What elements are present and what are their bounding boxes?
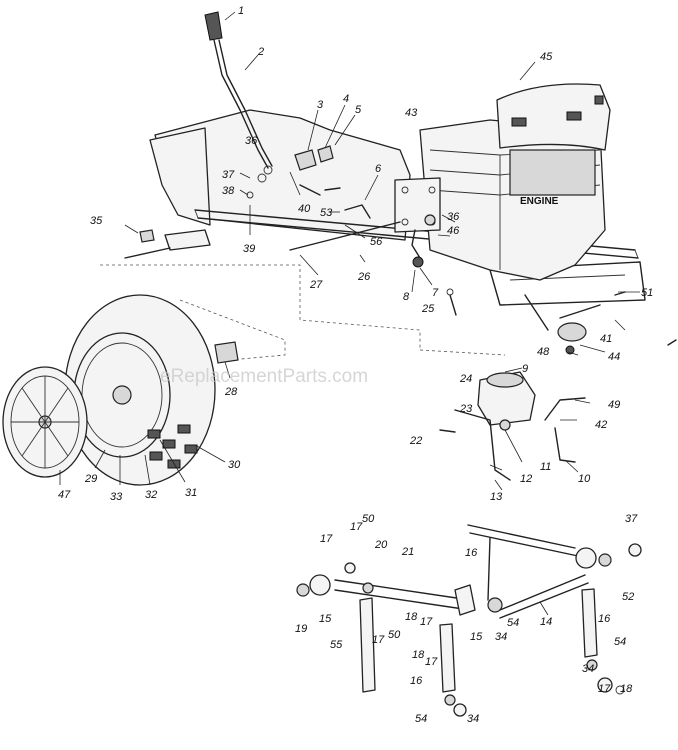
callout-5-top: 5	[355, 104, 362, 116]
upper-small-parts	[246, 145, 341, 199]
callout-10: 10	[578, 473, 591, 485]
callout-54-right: 54	[614, 636, 626, 648]
callout-17-c: 17	[372, 634, 385, 646]
callout-15-left: 15	[319, 613, 332, 625]
brake-linkage	[289, 177, 457, 316]
callout-1: 1	[238, 5, 244, 17]
callout-23: 23	[459, 403, 473, 415]
callout-4: 4	[343, 93, 349, 105]
callout-12: 12	[520, 473, 532, 485]
callout-34-right: 34	[582, 663, 594, 675]
callout-27: 27	[309, 279, 323, 291]
callout-18-a: 18	[405, 611, 418, 623]
callout-46: 46	[447, 225, 460, 237]
callout-7: 7	[432, 287, 439, 299]
callout-37-right: 37	[625, 513, 638, 525]
callout-8: 8	[403, 291, 410, 303]
callout-11: 11	[540, 461, 551, 473]
watermark: eReplacementParts.com	[160, 366, 368, 387]
callout-34-bottom: 34	[467, 713, 479, 725]
callout-16-bottom: 16	[410, 675, 423, 687]
callout-29: 29	[84, 473, 97, 485]
callout-17-d: 17	[420, 616, 433, 628]
callout-20: 20	[374, 539, 388, 551]
callout-33: 33	[110, 491, 123, 503]
callout-26: 26	[357, 271, 371, 283]
leader-lines	[59, 11, 640, 616]
transaxle-bracket	[439, 371, 586, 481]
callout-56: 56	[370, 236, 383, 248]
callout-44: 44	[608, 351, 620, 363]
callout-45: 45	[540, 51, 553, 63]
callout-17-a: 17	[320, 533, 333, 545]
shift-lever	[204, 11, 273, 175]
idler-assembly	[524, 291, 626, 355]
edge-mark	[667, 339, 677, 346]
callout-34-mid: 34	[495, 631, 507, 643]
rear-tire-assembly	[64, 294, 216, 486]
engine-label: ENGINE	[520, 196, 559, 207]
callout-32: 32	[145, 489, 157, 501]
callout-numbers: 1 2 3 4 5 6 7 8 9 10 11 12 13 14 15 15 1…	[58, 5, 653, 725]
callout-16-right: 16	[598, 613, 611, 625]
callout-53: 53	[320, 207, 333, 219]
callout-50-top: 50	[362, 513, 375, 525]
lower-linkage	[296, 524, 642, 717]
callout-50-bottom: 50	[388, 629, 401, 641]
callout-47: 47	[58, 489, 71, 501]
callout-54-mid: 54	[507, 617, 519, 629]
callout-3: 3	[317, 99, 324, 111]
callout-36-mid: 36	[447, 211, 460, 223]
callout-25: 25	[421, 303, 435, 315]
callout-30: 30	[228, 459, 241, 471]
callout-22: 22	[409, 435, 422, 447]
callout-24: 24	[459, 373, 472, 385]
callout-37-left: 37	[222, 169, 235, 181]
callout-21: 21	[401, 546, 414, 558]
wheel-cover	[2, 366, 88, 478]
engine-block: ENGINE	[419, 83, 611, 281]
callout-42: 42	[595, 419, 607, 431]
callout-38: 38	[222, 185, 235, 197]
callout-16-top: 16	[465, 547, 478, 559]
callout-14: 14	[540, 616, 552, 628]
callout-15-mid: 15	[470, 631, 483, 643]
callout-40: 40	[298, 203, 311, 215]
callout-2: 2	[257, 46, 264, 58]
callout-54-bottom: 54	[415, 713, 427, 725]
callout-55: 55	[330, 639, 343, 651]
callout-41: 41	[600, 333, 612, 345]
callout-28: 28	[224, 386, 238, 398]
callout-49: 49	[608, 399, 620, 411]
callout-31: 31	[185, 487, 197, 499]
callout-17-e: 17	[425, 656, 438, 668]
callout-43: 43	[405, 107, 418, 119]
callout-6: 6	[375, 163, 382, 175]
callout-36-top: 36	[245, 135, 258, 147]
callout-18-c: 18	[620, 683, 633, 695]
callout-17-b: 17	[350, 521, 363, 533]
callout-9: 9	[522, 363, 528, 375]
callout-51: 51	[641, 287, 653, 299]
callout-35: 35	[90, 215, 103, 227]
callout-13: 13	[490, 491, 503, 503]
callout-18-b: 18	[412, 649, 425, 661]
callout-48: 48	[537, 346, 550, 358]
chassis-frame	[100, 109, 646, 361]
callout-39: 39	[243, 243, 255, 255]
callout-19: 19	[295, 623, 307, 635]
axle-parts	[124, 229, 239, 364]
callout-52: 52	[622, 591, 634, 603]
callout-17-f: 17	[598, 683, 611, 695]
